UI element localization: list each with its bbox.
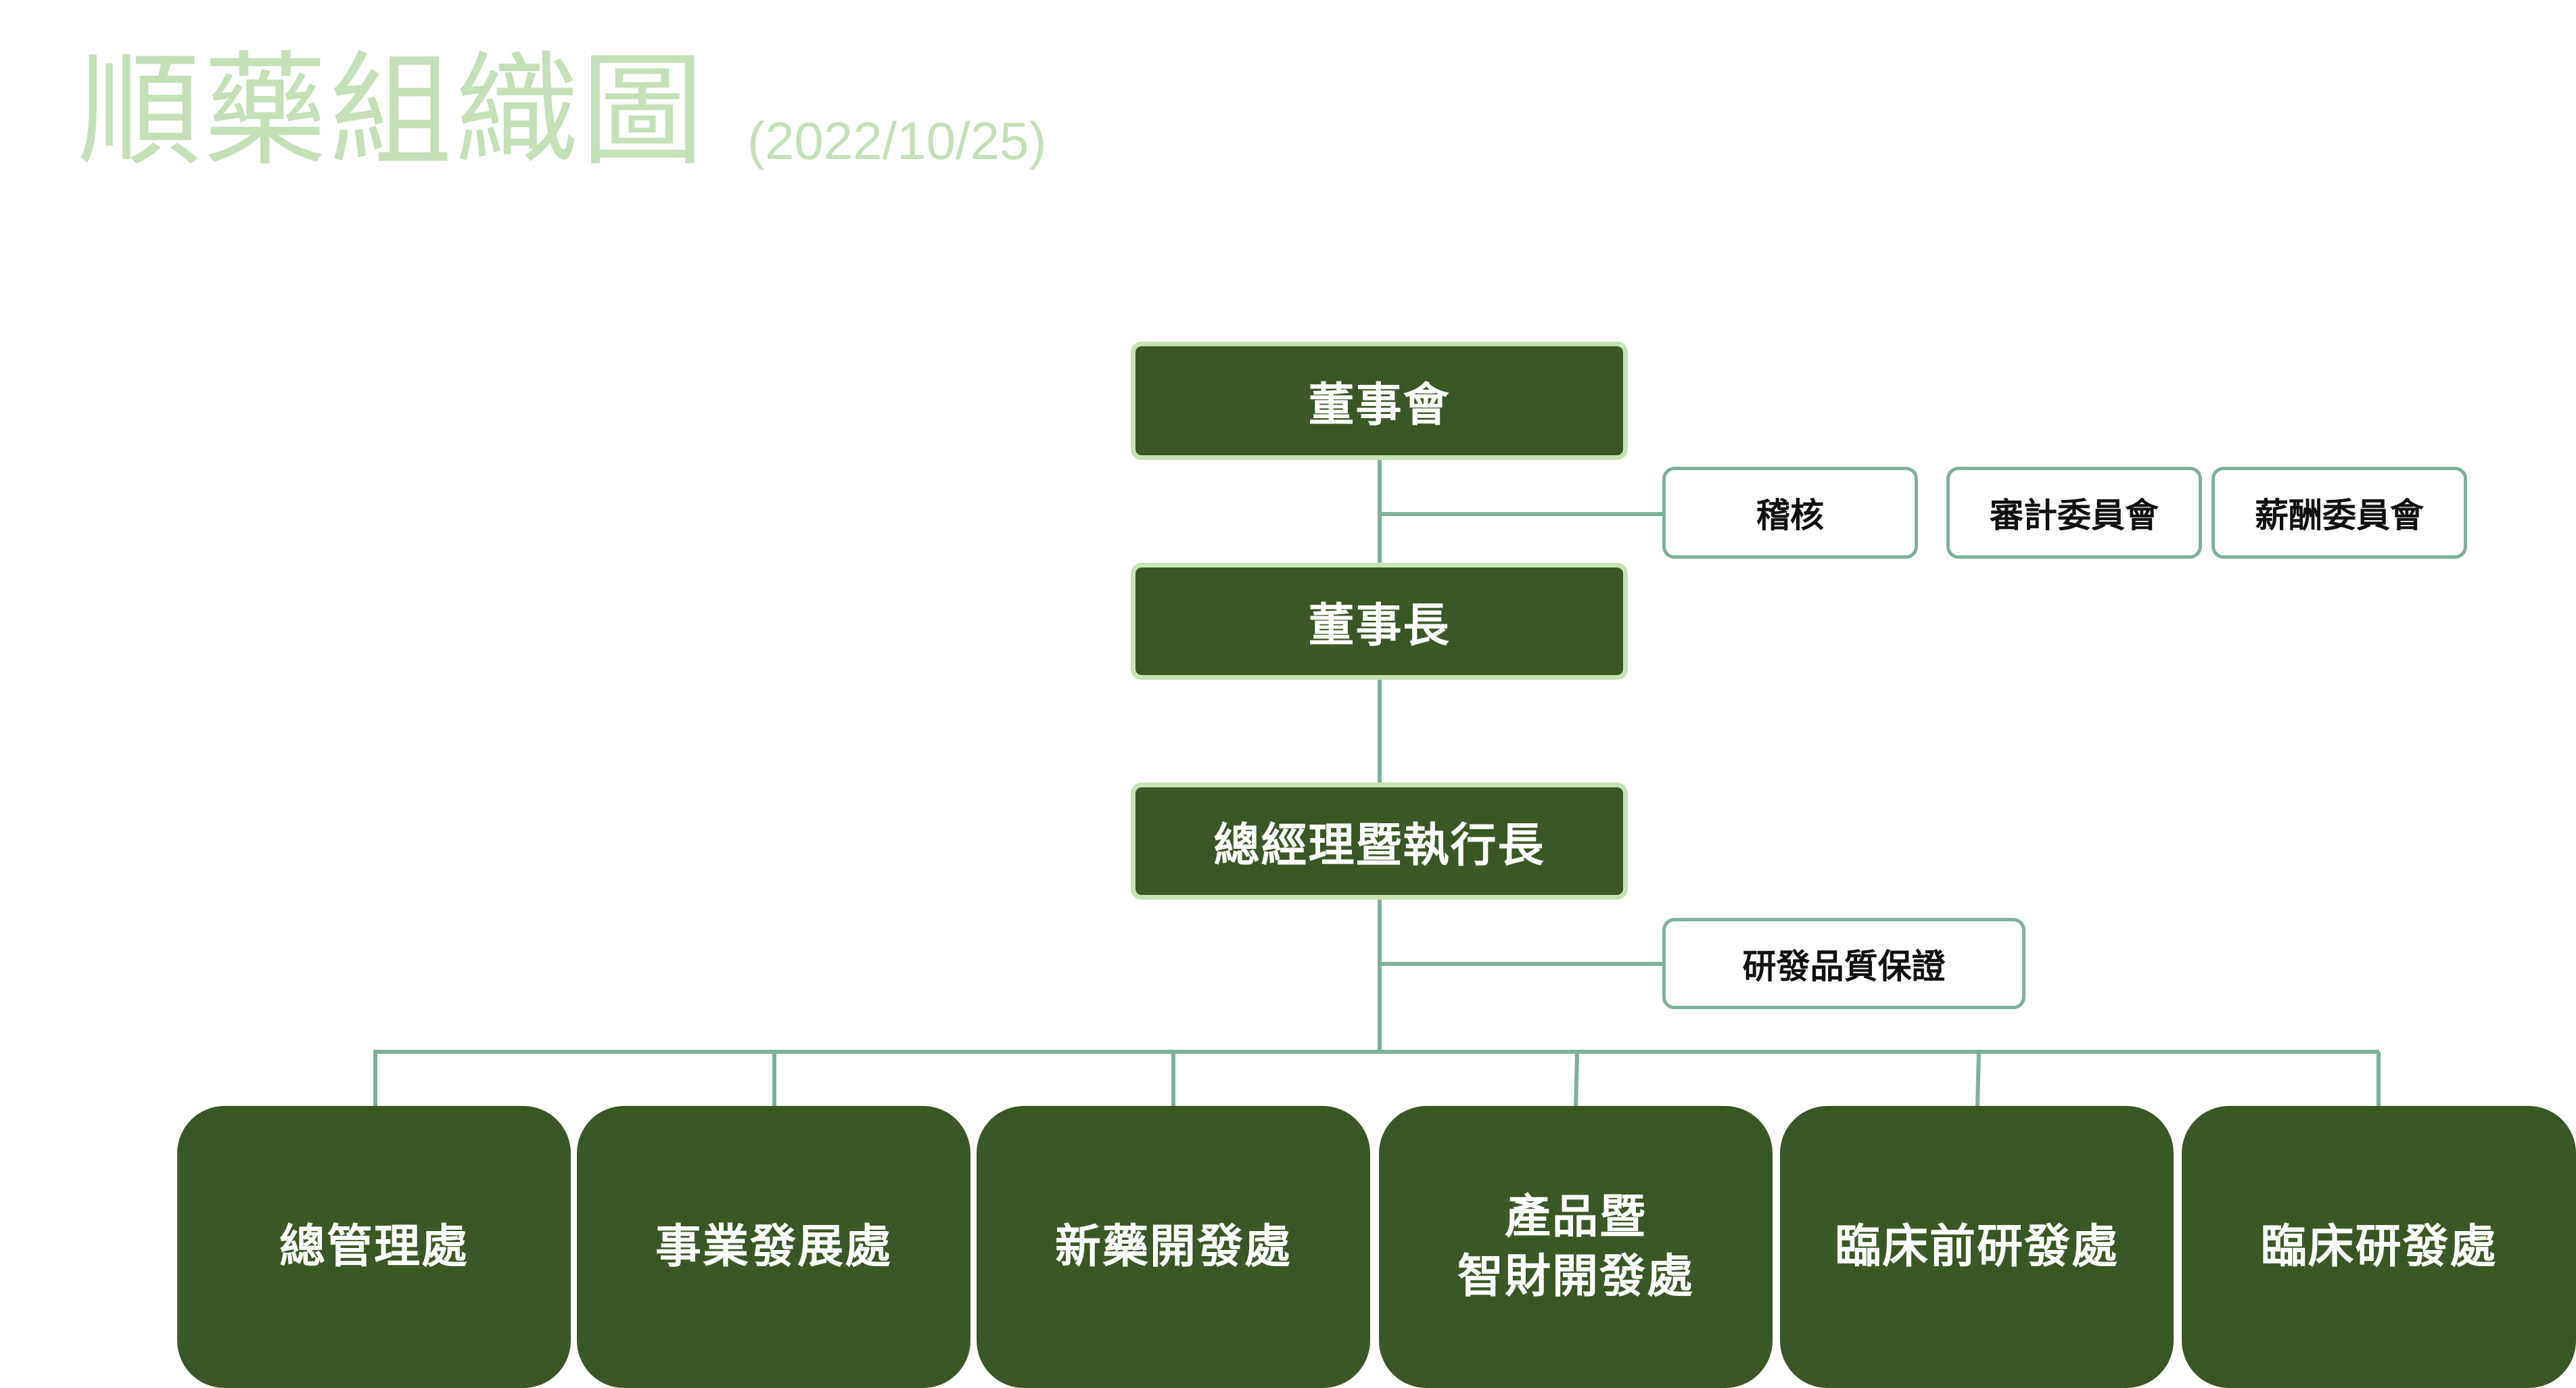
node-board-label: 董事會 [1308,379,1451,432]
dept-business-development: 事業發展處 [577,1106,970,1388]
connector-drop-4 [1574,1051,1579,1108]
dept-clinical-rd-label: 臨床研發處 [2260,1220,2498,1274]
node-chairman-label: 董事長 [1308,599,1451,653]
node-ceo: 總經理暨執行長 [1131,783,1628,900]
node-ceo-label: 總經理暨執行長 [1213,819,1545,873]
page-title: 順藥組織圖 (2022/10/25) [78,37,1046,172]
dept-new-drug-development-label: 新藥開發處 [1054,1220,1292,1274]
dept-product-ip-development-label: 產品暨 智財開發處 [1457,1190,1694,1303]
dept-new-drug-development: 新藥開發處 [977,1106,1370,1388]
node-board: 董事會 [1131,342,1628,460]
dept-general-management-label: 總管理處 [279,1220,469,1274]
dept-general-management: 總管理處 [177,1106,571,1388]
dept-clinical-rd: 臨床研發處 [2182,1106,2576,1388]
node-audit-committee: 審計委員會 [1946,467,2202,559]
node-audit: 稽核 [1662,467,1918,559]
dept-product-ip-development: 產品暨 智財開發處 [1379,1106,1773,1388]
node-rd-qa: 研發品質保證 [1662,918,2025,1009]
dept-business-development-label: 事業發展處 [655,1220,892,1274]
title-date: (2022/10/25) [747,111,1047,170]
node-rd-qa-label: 研發品質保證 [1742,946,1946,986]
node-audit-label: 稽核 [1756,496,1824,535]
dept-preclinical-rd: 臨床前研發處 [1780,1106,2174,1388]
node-compensation-committee: 薪酬委員會 [2211,467,2467,559]
dept-preclinical-rd-label: 臨床前研發處 [1834,1220,2119,1274]
node-chairman: 董事長 [1131,563,1628,680]
title-main: 順藥組織圖 [78,39,707,183]
node-compensation-committee-label: 薪酬委員會 [2255,496,2424,535]
node-audit-committee-label: 審計委員會 [1990,496,2159,535]
connector-drop-5 [1975,1051,1981,1108]
